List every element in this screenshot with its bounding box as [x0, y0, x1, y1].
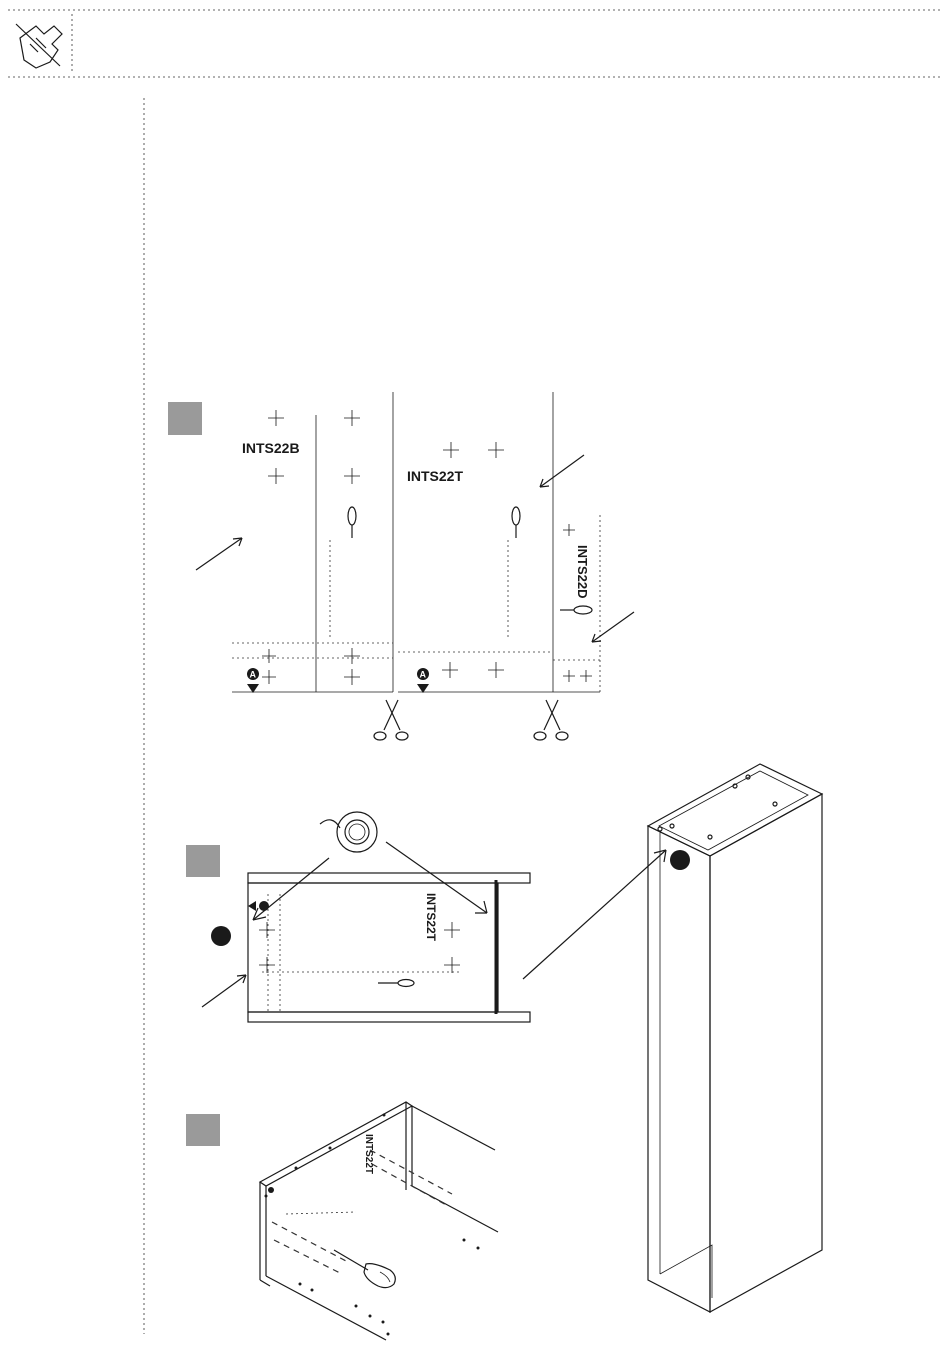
step-marker-3: [186, 1114, 220, 1146]
pointer-arrow: [540, 455, 584, 487]
tall-cabinet: [648, 764, 822, 1312]
tape-roll-icon: [320, 812, 377, 852]
scissors-icon: [534, 700, 568, 740]
screwdriver-icon: [334, 1250, 395, 1288]
hand-assembly-icon: [16, 24, 62, 68]
screw-icon: [512, 507, 520, 538]
svg-text:A: A: [420, 670, 427, 680]
panel-label-ints22t-step3: INTS22T: [363, 1134, 374, 1174]
svg-text:A: A: [250, 670, 257, 680]
panel-label-ints22b: INTS22B: [242, 440, 300, 456]
panel-label-ints22t-step2: INTS22T: [424, 893, 438, 942]
step2-panel: INTS22T: [248, 873, 530, 1022]
step-marker-1: [168, 402, 202, 435]
panel-label-ints22t: INTS22T: [407, 468, 463, 484]
screw-icon: [348, 507, 356, 538]
cutting-template: INTS22B INTS22T INTS22D A A: [196, 392, 634, 740]
scissors-icon: [374, 700, 408, 740]
pointer-arrow: [592, 612, 634, 642]
alignment-dot: [211, 926, 231, 946]
screw-icon: [560, 606, 592, 614]
marker-a-left: A: [247, 668, 259, 693]
screw-icon: [378, 980, 414, 987]
transfer-arrow: [523, 850, 666, 979]
pointer-arrow: [202, 975, 246, 1007]
pointer-arrow: [196, 538, 242, 570]
marker-a-middle: A: [417, 668, 429, 693]
step3-cabinet-corner: INTS22T: [260, 1102, 498, 1340]
tape-arrow-left: [253, 858, 329, 920]
step-marker-2: [186, 845, 220, 877]
panel-label-ints22d: INTS22D: [575, 545, 590, 598]
alignment-dot: [670, 850, 690, 870]
